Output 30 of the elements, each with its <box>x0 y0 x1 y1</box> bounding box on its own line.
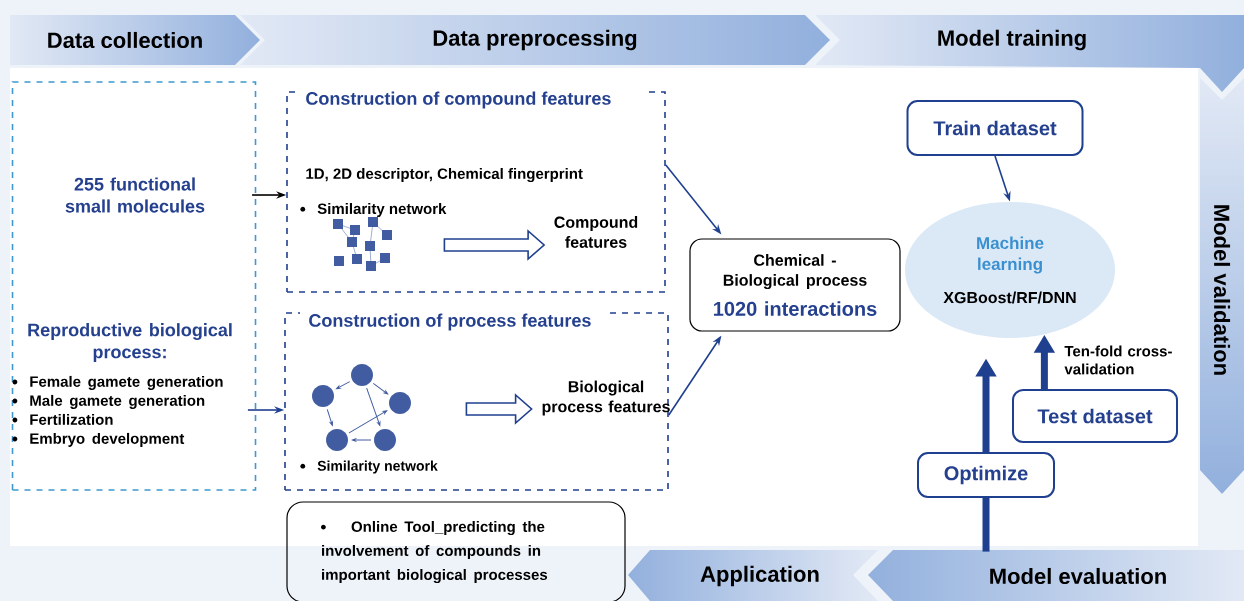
rounded-box: Train dataset <box>906 100 1084 156</box>
network-drawing <box>312 364 411 451</box>
rounded-box: Chemical - Biological process 1020 interactions <box>689 238 901 332</box>
heading: Reproductive biological process: <box>28 323 232 362</box>
dashed-panel <box>11 81 257 491</box>
list-item: Female gamete generation <box>12 375 223 390</box>
stage-chevron: Model evaluation <box>990 567 1166 585</box>
list-item: Male gamete generation <box>12 394 205 409</box>
rounded-box: Optimize <box>917 452 1055 498</box>
block-arrow <box>465 393 533 425</box>
network-drawing <box>333 217 392 271</box>
panel-heading: Construction of compound features <box>306 91 611 109</box>
panel-heading: Construction of process features <box>309 313 591 331</box>
block-arrow <box>443 229 546 261</box>
label-text: Biological process features <box>542 380 670 416</box>
bullet-text: Similarity network <box>300 203 447 217</box>
label-text: 255 functional small molecules <box>65 177 205 213</box>
list-item: Embryo development <box>12 432 185 447</box>
stage-chevron: Data preprocessing <box>433 29 637 51</box>
stage-chevron: Application <box>700 565 819 587</box>
list-item: Fertilization <box>12 413 113 425</box>
label-text: Compound features <box>554 216 638 248</box>
rounded-box: Test dataset <box>1012 389 1178 443</box>
edge-label: Ten-fold cross-validation <box>1064 345 1172 375</box>
stage-chevron: Model validation <box>1213 205 1231 375</box>
stage-chevron: Model training <box>938 29 1086 51</box>
bullet-text: Similarity network <box>300 460 438 474</box>
rounded-box: Online Tool_predicting the involvement of compounds in important biological processes <box>286 501 626 601</box>
body-text: 1D, 2D descriptor, Chemical fingerprint <box>306 168 583 182</box>
stage-chevron: Data collection <box>48 31 202 49</box>
